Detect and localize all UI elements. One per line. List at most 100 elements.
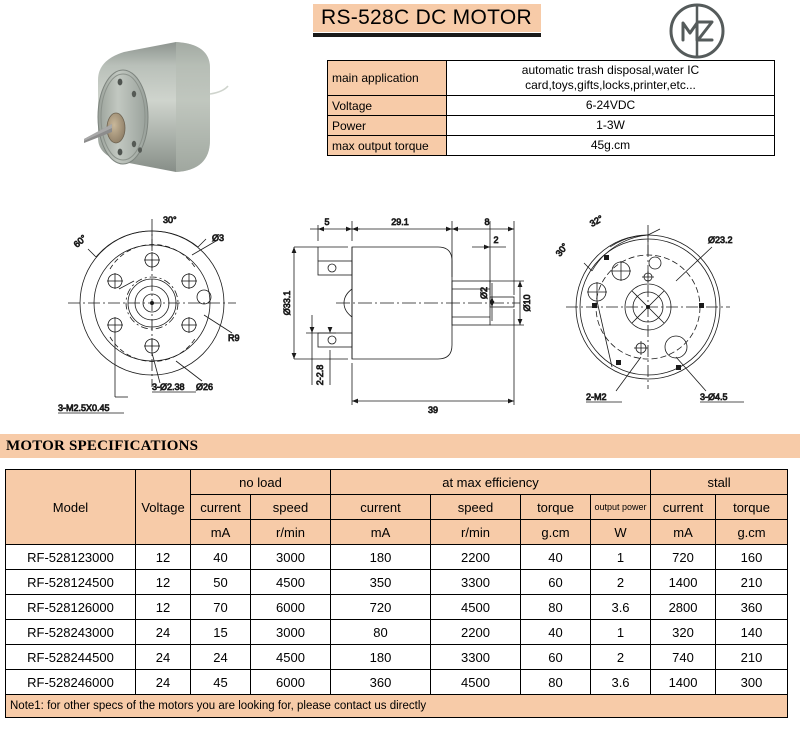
side-dim-d331: Ø33.1 xyxy=(282,291,292,316)
cell-eff-power: 1 xyxy=(589,619,652,645)
table-row: max output torque 45g.cm xyxy=(327,135,775,156)
section-title: MOTOR SPECIFICATIONS xyxy=(6,437,199,454)
front-dim-3-m25: 3-M2.5X0.45 xyxy=(58,403,110,413)
th-voltage: Voltage xyxy=(135,469,191,545)
cell-eff-torque: 60 xyxy=(520,569,591,595)
technical-drawings: 60° 30° Ø3 R9 Ø26 3-Ø2.38 3-M2.5X0.45 xyxy=(0,185,800,425)
cell-model: RF-528126000 xyxy=(5,594,136,620)
rear-dim-30deg: 30° xyxy=(554,241,571,258)
cell-eff-power: 2 xyxy=(589,569,652,595)
th-group-at-max-efficiency: at max efficiency xyxy=(329,469,652,495)
cell-eff-current: 720 xyxy=(330,594,431,620)
cell-stall-torque: 360 xyxy=(715,594,789,620)
cell-eff-power: 3.6 xyxy=(589,669,652,695)
side-dim-2: 2 xyxy=(493,235,498,245)
th-eff-torque: torque xyxy=(520,494,591,520)
cell-eff-power: 3.6 xyxy=(589,594,652,620)
cell-eff-current: 360 xyxy=(330,669,431,695)
cell-model: RF-528123000 xyxy=(5,544,136,570)
side-dim-2-28: 2-2.8 xyxy=(315,365,325,386)
app-value-voltage: 6-24VDC xyxy=(446,95,775,116)
th-no-load-current: current xyxy=(190,494,251,520)
th-unit-stall-current: mA xyxy=(650,519,717,545)
cell-eff-torque: 60 xyxy=(520,644,591,670)
cell-stall-current: 1400 xyxy=(650,569,717,595)
cell-nl-speed: 6000 xyxy=(250,594,331,620)
cell-nl-current: 70 xyxy=(190,594,251,620)
cell-eff-speed: 4500 xyxy=(430,669,521,695)
mz-logo-icon xyxy=(668,2,726,60)
cell-nl-current: 15 xyxy=(190,619,251,645)
cell-model: RF-528124500 xyxy=(5,569,136,595)
th-unit-eff-output-power: W xyxy=(589,519,652,545)
cell-voltage: 24 xyxy=(135,619,191,645)
app-value-max-output-torque: 45g.cm xyxy=(446,135,775,156)
cell-eff-speed: 3300 xyxy=(430,644,521,670)
app-label-power: Power xyxy=(327,115,447,136)
front-view-drawing xyxy=(68,219,236,398)
app-label-main-application: main application xyxy=(327,60,447,96)
front-dim-d3: Ø3 xyxy=(212,233,224,243)
cell-model: RF-528244500 xyxy=(5,644,136,670)
cell-eff-power: 1 xyxy=(589,544,652,570)
front-dim-r9: R9 xyxy=(228,333,240,343)
app-value-power: 1-3W xyxy=(446,115,775,136)
front-dim-30deg: 30° xyxy=(163,215,177,225)
cell-nl-speed: 4500 xyxy=(250,644,331,670)
cell-stall-current: 2800 xyxy=(650,594,717,620)
cell-eff-torque: 80 xyxy=(520,669,591,695)
cell-eff-torque: 40 xyxy=(520,619,591,645)
cell-eff-speed: 4500 xyxy=(430,594,521,620)
motor-specifications-table-wrapper: Model Voltage no load at max efficiency … xyxy=(4,469,789,718)
th-eff-output-power: output power xyxy=(589,494,652,520)
cell-stall-current: 320 xyxy=(650,619,717,645)
cell-nl-speed: 4500 xyxy=(250,569,331,595)
cell-eff-speed: 3300 xyxy=(430,569,521,595)
cell-nl-current: 45 xyxy=(190,669,251,695)
th-unit-eff-torque: g.cm xyxy=(520,519,591,545)
app-value-main-application: automatic trash disposal,water IC card,t… xyxy=(446,60,775,96)
cell-stall-torque: 210 xyxy=(715,644,789,670)
cell-eff-torque: 40 xyxy=(520,544,591,570)
rear-view-drawing xyxy=(566,225,730,392)
page-title-banner: RS-528C DC MOTOR xyxy=(313,4,541,32)
cell-nl-speed: 6000 xyxy=(250,669,331,695)
app-label-max-output-torque: max output torque xyxy=(327,135,447,156)
cell-stall-torque: 140 xyxy=(715,619,789,645)
th-unit-stall-torque: g.cm xyxy=(715,519,789,545)
cell-stall-torque: 160 xyxy=(715,544,789,570)
cell-voltage: 12 xyxy=(135,544,191,570)
front-dim-3-d238: 3-Ø2.38 xyxy=(152,382,185,392)
th-eff-current: current xyxy=(330,494,431,520)
cell-voltage: 12 xyxy=(135,594,191,620)
cell-eff-current: 350 xyxy=(330,569,431,595)
cell-stall-torque: 210 xyxy=(715,569,789,595)
th-unit-eff-current: mA xyxy=(330,519,431,545)
table-note-row: Note1: for other specs of the motors you… xyxy=(4,694,789,718)
th-eff-speed: speed xyxy=(430,494,521,520)
side-dim-291: 29.1 xyxy=(391,217,409,227)
table-row: main application automatic trash disposa… xyxy=(327,60,775,96)
cell-voltage: 24 xyxy=(135,669,191,695)
cell-eff-current: 180 xyxy=(330,544,431,570)
th-group-stall: stall xyxy=(650,469,789,495)
cell-eff-power: 2 xyxy=(589,644,652,670)
front-dim-d26: Ø26 xyxy=(196,382,213,392)
motor-specifications-banner: MOTOR SPECIFICATIONS xyxy=(0,434,800,458)
side-dim-d10: Ø10 xyxy=(522,294,532,311)
application-spec-table: main application automatic trash disposa… xyxy=(327,60,775,156)
side-dim-5: 5 xyxy=(324,217,329,227)
cell-stall-current: 1400 xyxy=(650,669,717,695)
cell-nl-current: 24 xyxy=(190,644,251,670)
cell-eff-speed: 2200 xyxy=(430,619,521,645)
table-row: Voltage 6-24VDC xyxy=(327,95,775,116)
motor-specifications-table: Model Voltage no load at max efficiency … xyxy=(4,469,789,718)
rear-dim-2-m2: 2-M2 xyxy=(586,392,607,402)
table-row: Power 1-3W xyxy=(327,115,775,136)
cell-nl-current: 50 xyxy=(190,569,251,595)
title-underline xyxy=(313,33,541,37)
